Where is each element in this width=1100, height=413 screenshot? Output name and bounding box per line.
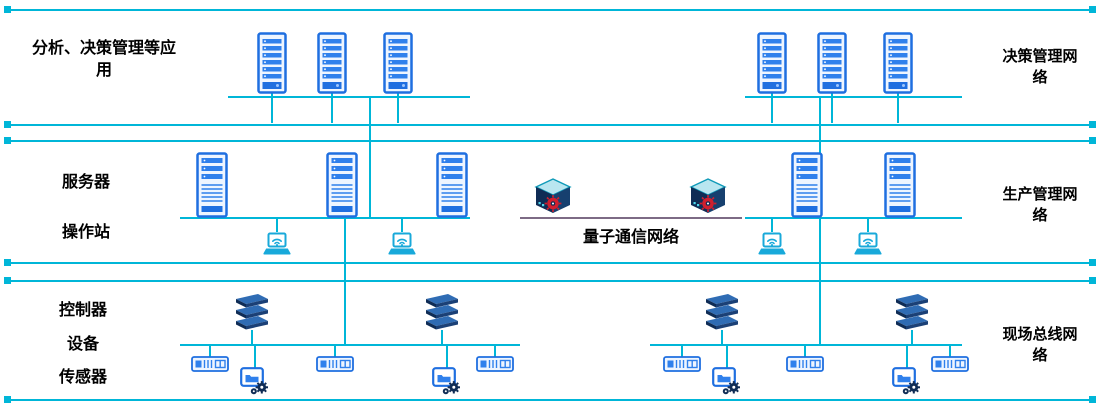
quantum-network-line — [520, 217, 742, 219]
trunk-line — [369, 97, 371, 218]
quantum-switch-icon — [688, 177, 728, 215]
band-border-endpoint — [1089, 137, 1096, 144]
band-border-endpoint — [1089, 277, 1096, 284]
bus-line — [650, 344, 962, 346]
band-border-endpoint — [4, 137, 11, 144]
io-module-icon — [931, 356, 969, 372]
drop-line — [721, 330, 723, 345]
band-border-endpoint — [1089, 396, 1096, 403]
drop-line — [254, 345, 256, 369]
server-tower-icon — [196, 152, 228, 218]
band-border-line — [8, 399, 1092, 401]
drop-line — [681, 345, 683, 357]
io-module-icon — [476, 356, 514, 372]
drop-line — [494, 345, 496, 357]
server-rack-icon — [317, 32, 347, 94]
tier2-left-label-servers: 服务器 — [61, 174, 110, 191]
drop-line — [771, 97, 773, 123]
laptop-wifi-icon — [262, 232, 292, 258]
bus-line — [180, 344, 520, 346]
band-border-line — [8, 262, 1092, 264]
io-module-icon — [663, 356, 701, 372]
drop-line — [401, 218, 403, 232]
drop-line — [831, 97, 833, 123]
controller-stack-icon — [232, 292, 272, 332]
controller-stack-icon — [422, 292, 462, 332]
laptop-wifi-icon — [757, 232, 787, 258]
drop-line — [897, 90, 899, 98]
quantum-switch-icon — [533, 177, 573, 215]
drop-line — [209, 345, 211, 357]
tier1-left-label: 分析、决策管理等应用 — [31, 40, 176, 80]
tier3-right-label: 现场总线网络 — [1002, 326, 1078, 364]
tier2-right-label: 生产管理网络 — [1002, 186, 1078, 224]
band-border-endpoint — [1089, 259, 1096, 266]
band-border-endpoint — [4, 6, 11, 13]
drop-line — [831, 90, 833, 98]
drop-line — [251, 330, 253, 345]
band-border-endpoint — [4, 259, 11, 266]
server-rack-icon — [757, 32, 787, 94]
server-tower-icon — [791, 152, 823, 218]
controller-stack-icon — [892, 292, 932, 332]
band-border-line — [8, 124, 1092, 126]
server-tower-icon — [326, 152, 358, 218]
tier2-left-label-workstations: 操作站 — [61, 224, 110, 241]
band-border-line — [8, 9, 1092, 11]
field-device-icon — [240, 367, 270, 395]
drop-line — [911, 330, 913, 345]
drop-line — [334, 345, 336, 357]
band-border-endpoint — [1089, 121, 1096, 128]
io-module-icon — [316, 356, 354, 372]
bus-line — [228, 96, 470, 98]
drop-line — [867, 218, 869, 232]
server-tower-icon — [884, 152, 916, 218]
drop-line — [949, 345, 951, 357]
bus-line — [180, 217, 470, 219]
drop-line — [331, 97, 333, 123]
drop-line — [771, 90, 773, 98]
server-rack-icon — [257, 32, 287, 94]
quantum-network-label: 量子通信网络 — [582, 229, 679, 246]
band-border-line — [8, 280, 1092, 282]
server-rack-icon — [817, 32, 847, 94]
band-border-endpoint — [4, 396, 11, 403]
band-border-line — [8, 140, 1092, 142]
drop-line — [276, 218, 278, 232]
tier1-right-label: 决策管理网络 — [1002, 48, 1078, 86]
drop-line — [804, 345, 806, 357]
field-device-icon — [432, 367, 462, 395]
drop-line — [446, 345, 448, 369]
drop-line — [897, 97, 899, 123]
trunk-line — [344, 218, 346, 345]
trunk-line — [819, 218, 821, 345]
drop-line — [441, 330, 443, 345]
server-rack-icon — [883, 32, 913, 94]
field-device-icon — [892, 367, 922, 395]
tier3-left-label-devices: 设备 — [66, 336, 99, 353]
drop-line — [331, 90, 333, 98]
drop-line — [397, 90, 399, 98]
tier3-left-label-controllers: 控制器 — [58, 302, 107, 319]
bus-line — [745, 96, 962, 98]
io-module-icon — [786, 356, 824, 372]
drop-line — [771, 218, 773, 232]
drop-line — [271, 97, 273, 123]
drop-line — [397, 97, 399, 123]
band-border-endpoint — [4, 277, 11, 284]
server-rack-icon — [383, 32, 413, 94]
controller-stack-icon — [702, 292, 742, 332]
band-border-endpoint — [1089, 6, 1096, 13]
band-border-endpoint — [4, 121, 11, 128]
server-tower-icon — [436, 152, 468, 218]
drop-line — [906, 345, 908, 369]
laptop-wifi-icon — [387, 232, 417, 258]
bus-line — [745, 217, 962, 219]
io-module-icon — [191, 356, 229, 372]
field-device-icon — [712, 367, 742, 395]
drop-line — [271, 90, 273, 98]
laptop-wifi-icon — [853, 232, 883, 258]
drop-line — [726, 345, 728, 369]
tier3-left-label-sensors: 传感器 — [58, 369, 107, 386]
